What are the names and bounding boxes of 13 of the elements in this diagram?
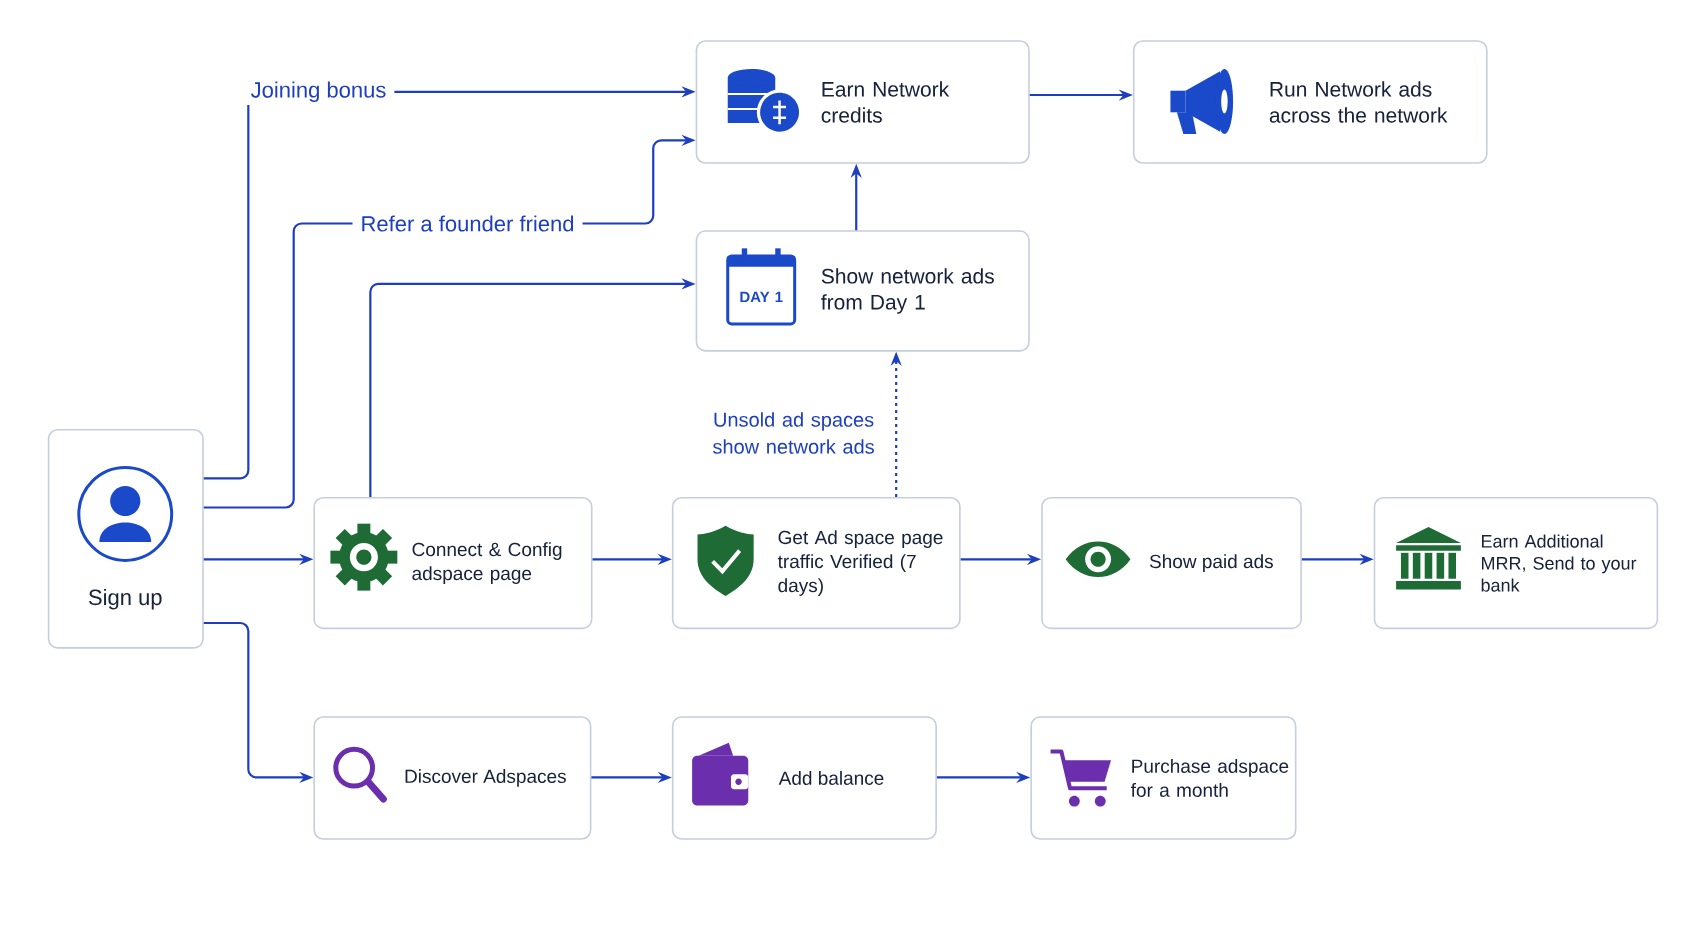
process-box: Get Ad space page traffic Verified (7 days) — [671, 496, 961, 630]
edge-label: Refer a founder friend — [352, 212, 583, 235]
edge-label: Unsold ad spaces show network ads — [699, 410, 888, 456]
edge-label: Joining bonus — [242, 78, 395, 106]
process-box: Run Network ads across the network — [1132, 40, 1488, 164]
start-box: Sign up — [47, 428, 204, 649]
process-box: Earn Network credits — [695, 40, 1030, 164]
process-box: Earn Additional MRR, Send to your bank — [1373, 496, 1659, 630]
process-box: Show paid ads — [1041, 496, 1302, 630]
process-box: Purchase adspace for a month — [1030, 716, 1297, 840]
process-box: Connect & Config adspace page — [313, 496, 593, 630]
process-box: Discover Adspaces — [313, 716, 592, 840]
process-box: Add balance — [671, 716, 937, 840]
